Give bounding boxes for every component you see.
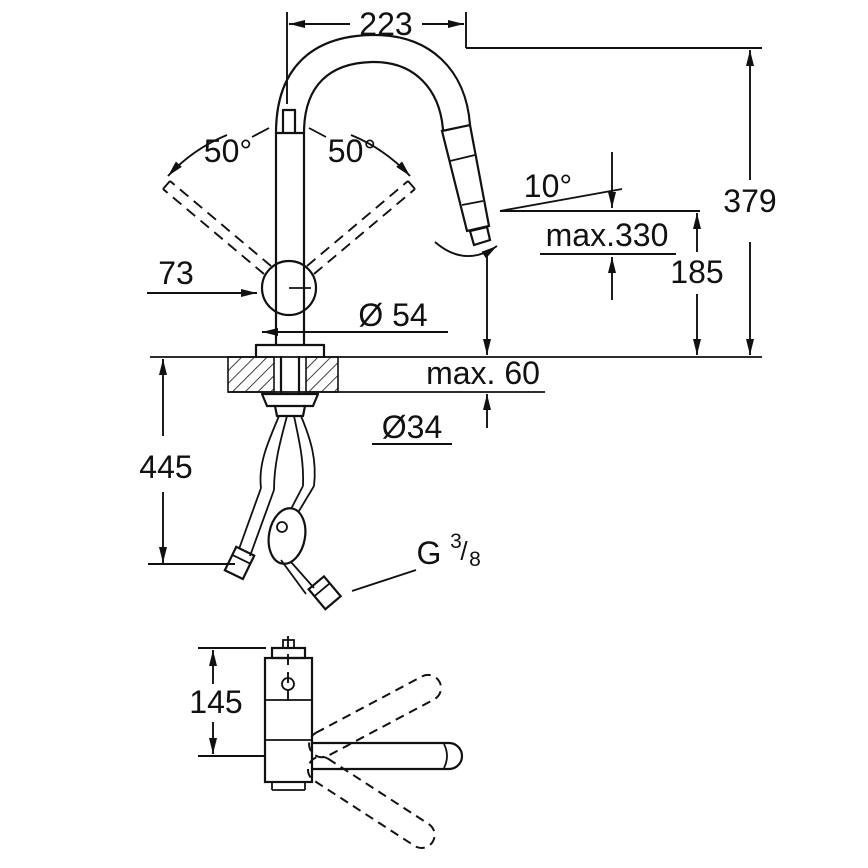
spray-head [440, 123, 492, 247]
label-body-diameter: Ø 54 [358, 297, 427, 333]
countertop [150, 356, 762, 393]
bottom-view-arm-rotated-up [308, 673, 443, 759]
dim-angle-left: 50° [204, 133, 252, 169]
mounting-nut [260, 392, 320, 418]
dim-base-height: 145 [189, 647, 266, 757]
dim-total-height: 379 [466, 47, 777, 355]
bottom-view-body [263, 636, 314, 791]
lever-sweep-arc-right [350, 134, 411, 177]
check-valve-weight [267, 507, 307, 565]
dim-spray-angle: 10° [499, 168, 700, 212]
lever-rotated-left [162, 180, 272, 275]
label-outlet-height: 185 [670, 254, 723, 290]
lever-rotated-right [306, 180, 416, 275]
bottom-view-spout-arm [310, 741, 464, 771]
label-total-height: 379 [723, 183, 776, 219]
label-thread-numerator: 3 [450, 530, 462, 553]
label-thread-slash: / [460, 536, 468, 566]
dim-max-pullout: max.330 [540, 152, 676, 300]
label-angle-left: 50° [204, 133, 252, 169]
label-angle-right: 50° [328, 133, 376, 169]
supply-hoses [238, 415, 316, 595]
label-spray-angle: 10° [524, 168, 572, 204]
dim-hole-diameter: Ø34 [372, 409, 452, 445]
label-max-counter: max. 60 [426, 355, 540, 391]
counter-hatch-left [227, 356, 275, 393]
spray-swivel-arrow [434, 241, 498, 259]
lever-sweep-arc-left [167, 134, 228, 177]
counter-hatch-right [305, 356, 339, 393]
label-max-pullout: max.330 [546, 217, 669, 253]
hose-fitting-left [223, 545, 256, 581]
label-base-height: 145 [189, 684, 242, 720]
label-spout-reach: 223 [359, 6, 412, 42]
label-hole-diameter: Ø34 [382, 409, 442, 445]
faucet-spout [274, 33, 472, 135]
dim-angle-right: 50° [328, 133, 376, 169]
faucet-body [254, 131, 326, 359]
dim-hose-length: 445 [139, 359, 235, 565]
dim-max-counter: max. 60 [426, 254, 540, 428]
lever-ball-joint [260, 259, 318, 317]
dim-spout-reach: 223 [286, 6, 467, 104]
dim-handle-offset: 73 [147, 255, 257, 297]
mounting-shank [279, 355, 301, 394]
bottom-view-arm-rotated-down [306, 755, 436, 849]
label-handle-offset: 73 [158, 255, 194, 291]
lever-handle [251, 108, 327, 138]
dim-thread-size: G 3 / 8 [351, 530, 481, 592]
label-thread-prefix: G [417, 535, 442, 571]
dim-outlet-height: 185 [670, 213, 724, 355]
dim-body-diameter: Ø 54 [262, 297, 448, 336]
label-thread-denominator: 8 [469, 548, 481, 571]
label-hose-length: 445 [139, 449, 192, 485]
hose-fitting-right [307, 574, 343, 611]
